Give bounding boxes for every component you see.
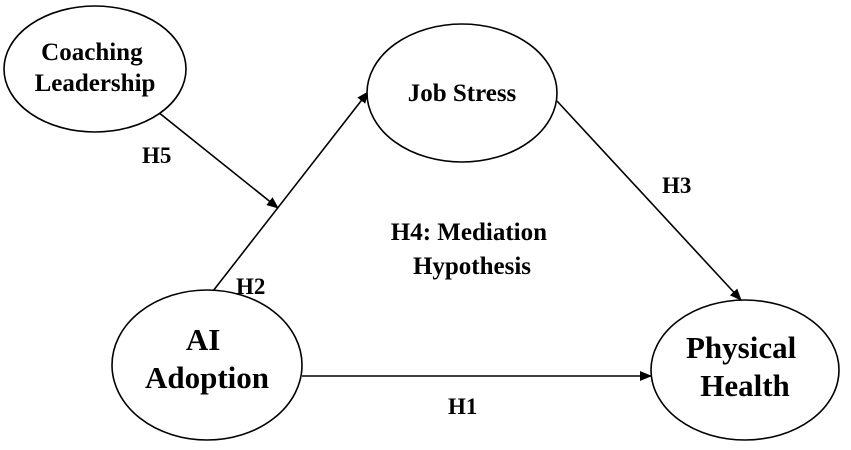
svg-text:AI Adoption: AI Adoption [145, 322, 269, 395]
edge-label-h1: H1 [448, 394, 477, 419]
node-coaching-leadership: Coaching Leadership [3, 5, 187, 133]
node-label-line: Coaching [41, 39, 143, 66]
edge-h2-ai-to-stress [205, 91, 369, 301]
edge-label-h2: H2 [236, 274, 265, 299]
node-label-line: Physical [686, 330, 797, 365]
node-physical-health: Physical Health [650, 299, 840, 441]
svg-text:Coaching Leadership: Coaching Leadership [35, 39, 156, 97]
node-label-line: Health [700, 368, 790, 403]
mediation-label-line: Hypothesis [413, 253, 531, 280]
edge-label-h3: H3 [662, 173, 691, 198]
mediation-label-line: H4: Mediation [391, 219, 547, 246]
edge-h3-stress-to-health [556, 100, 742, 301]
node-job-stress: Job Stress [366, 23, 558, 163]
node-label-line: Adoption [145, 360, 269, 395]
node-label-line: AI [186, 322, 220, 357]
node-label-line: Job Stress [408, 80, 517, 107]
svg-text:Physical Health: Physical Health [686, 330, 804, 403]
edge-h5-coaching-to-h2 [157, 111, 279, 209]
mediation-hypothesis-label: H4: Mediation Hypothesis [391, 219, 554, 280]
edge-label-h5: H5 [142, 143, 171, 168]
node-ai-adoption: AI Adoption [111, 289, 303, 441]
node-label-line: Leadership [35, 70, 156, 97]
